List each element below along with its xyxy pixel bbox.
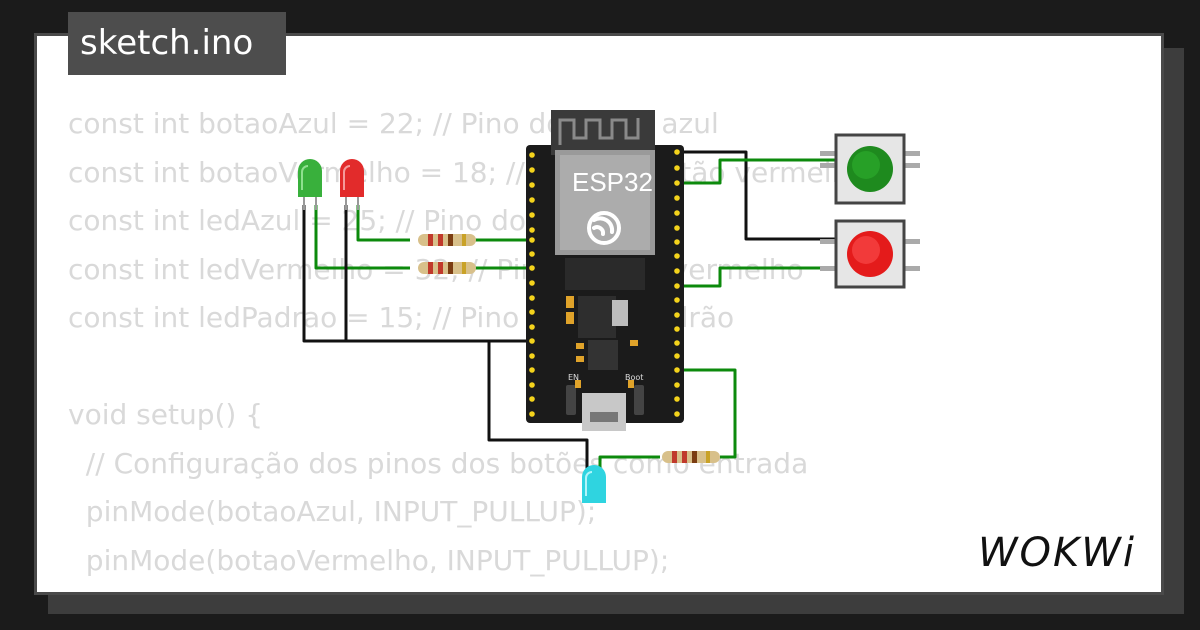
espressif-logo-icon bbox=[587, 211, 621, 245]
pin-header-left bbox=[529, 152, 535, 417]
led-green[interactable] bbox=[298, 159, 322, 210]
code-line: void setup() { bbox=[68, 398, 264, 431]
led-blue[interactable] bbox=[582, 465, 606, 503]
pushbutton-red[interactable] bbox=[820, 219, 920, 289]
wire-green-led-red bbox=[356, 205, 410, 242]
wire-green-pin15 bbox=[677, 368, 737, 459]
led-red[interactable] bbox=[340, 159, 364, 210]
pushbutton-green[interactable] bbox=[820, 133, 920, 205]
resistor-2[interactable] bbox=[418, 262, 476, 274]
wire-black-gnd-top bbox=[677, 150, 836, 241]
wire-green-led-green bbox=[314, 205, 410, 270]
esp32-board[interactable]: ESP32 EN Boot bbox=[526, 110, 684, 431]
resistor-3[interactable] bbox=[662, 451, 720, 463]
code-line: pinMode(botaoAzul, INPUT_PULLUP); bbox=[68, 495, 597, 528]
en-button[interactable] bbox=[566, 385, 576, 415]
wire-green-button-bottom bbox=[677, 266, 836, 288]
resistor-1[interactable] bbox=[418, 234, 476, 246]
smd-components bbox=[566, 296, 638, 388]
boot-button[interactable] bbox=[634, 385, 644, 415]
esp32-label: ESP32 bbox=[572, 167, 653, 197]
code-line: pinMode(botaoVermelho, INPUT_PULLUP); bbox=[68, 543, 670, 577]
wire-green-button-top bbox=[677, 158, 836, 185]
wire-black-led-blue bbox=[487, 341, 589, 475]
wokwi-brand: WOKWi bbox=[978, 530, 1136, 576]
pin-header-right bbox=[674, 149, 680, 417]
sketch-title: sketch.ino bbox=[68, 12, 286, 75]
boot-label: Boot bbox=[625, 373, 643, 382]
wire-green-led-blue bbox=[598, 455, 660, 475]
wokwi-logo-icon: WOKWi bbox=[978, 530, 1136, 576]
wire-black-led-green bbox=[302, 205, 530, 343]
en-label: EN bbox=[568, 373, 579, 382]
